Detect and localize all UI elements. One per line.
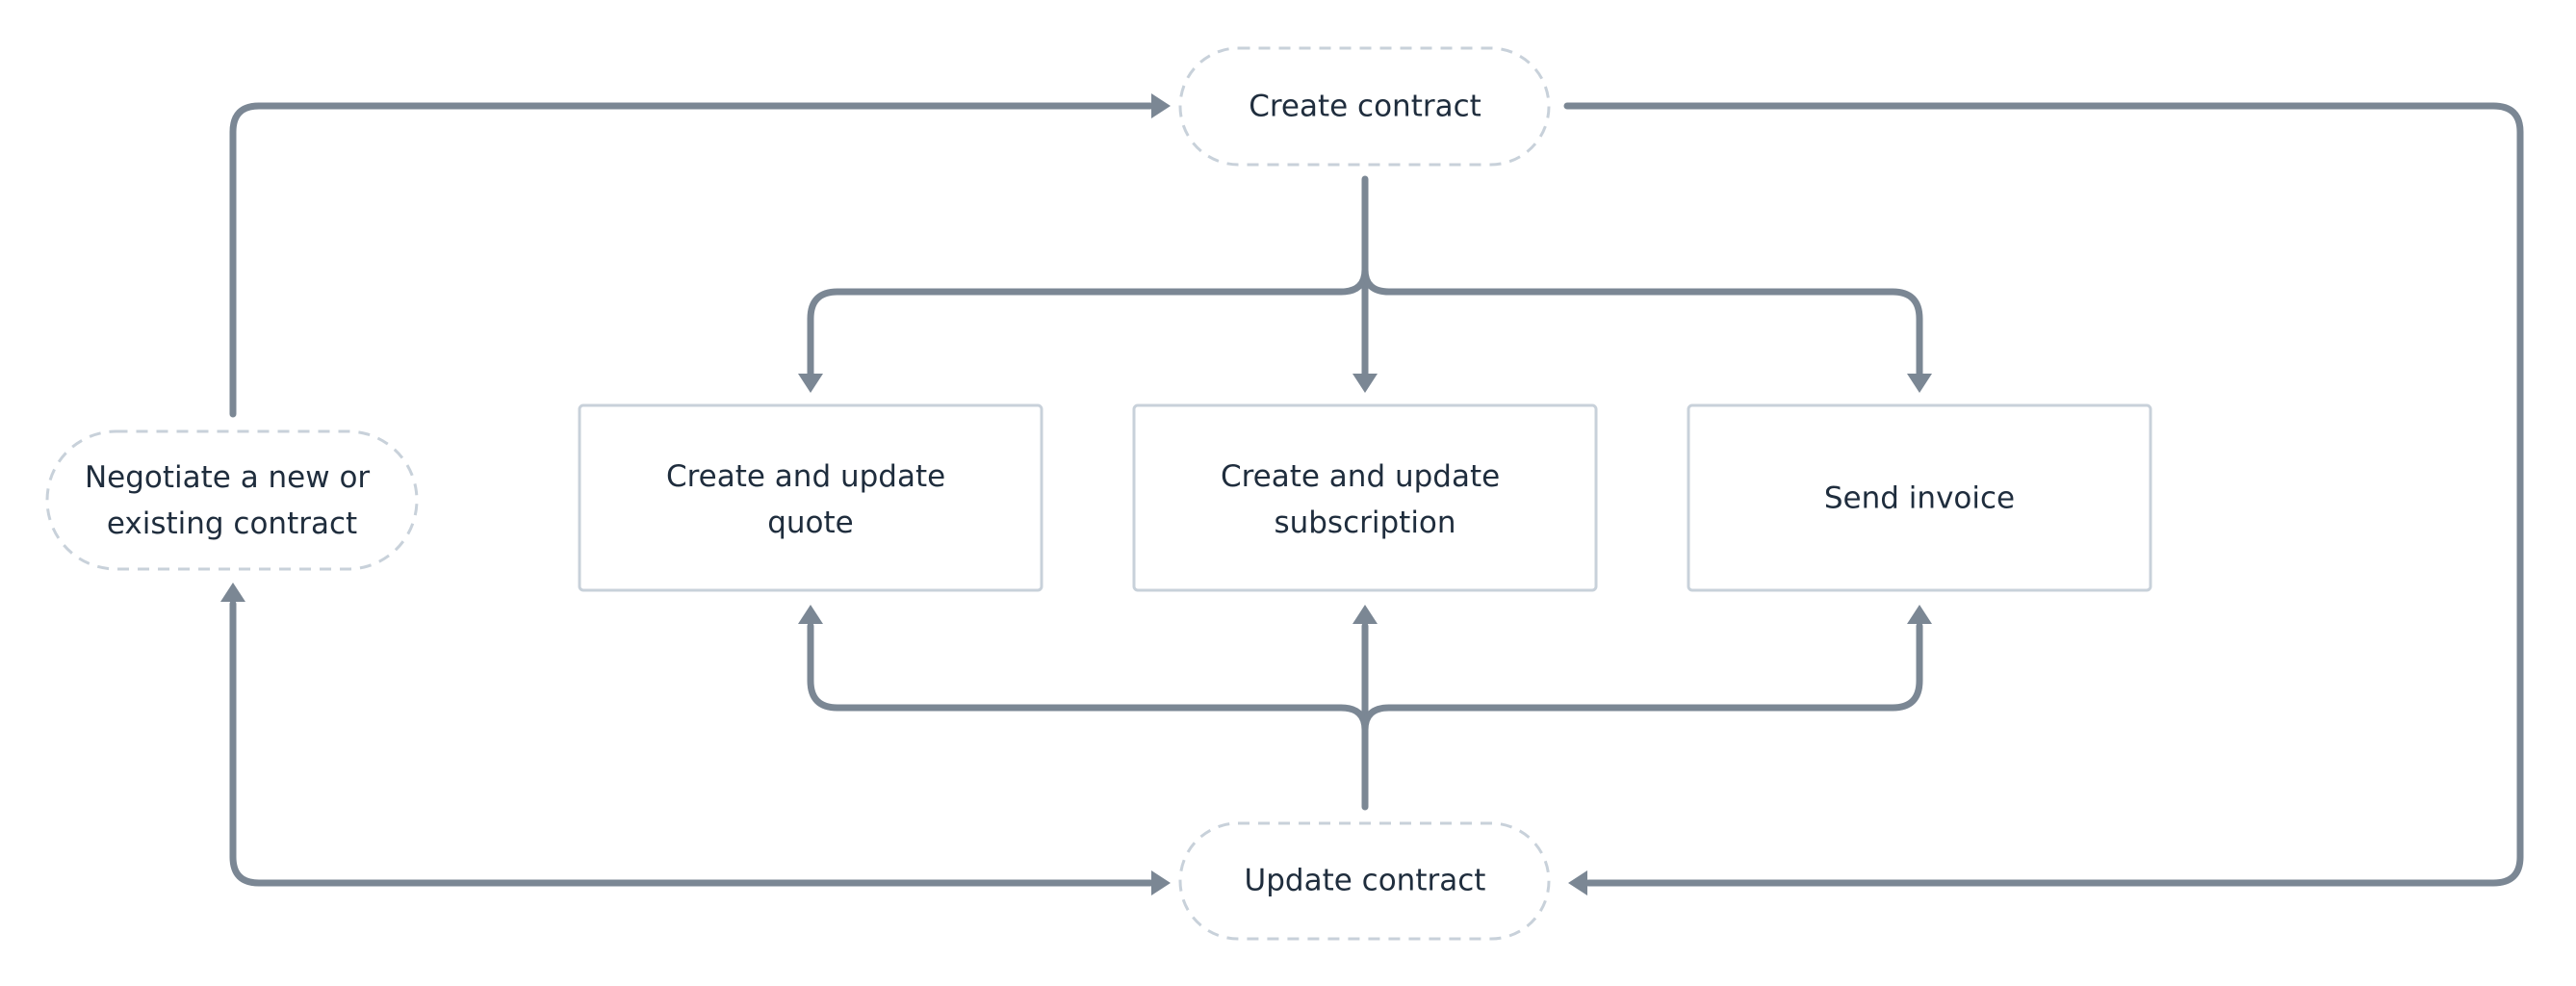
- arrowhead-invoice-top: [1907, 374, 1932, 393]
- node-negotiate-contract: Negotiate a new or existing contract: [45, 429, 419, 571]
- arrowhead-negotiate-bottom: [220, 583, 245, 602]
- node-quote: Create and update quote: [578, 403, 1043, 592]
- node-create-contract: Create contract: [1178, 46, 1551, 167]
- connector-update-to-quote: [807, 622, 1369, 734]
- quote-label: Create and update quote: [666, 459, 955, 540]
- create-contract-label: Create contract: [1249, 90, 1481, 124]
- subscription-label: Create and update subscription: [1221, 459, 1509, 540]
- invoice-label: Send invoice: [1824, 481, 2015, 516]
- node-invoice: Send invoice: [1687, 403, 2152, 592]
- negotiate-contract-label: Negotiate a new or existing contract: [85, 460, 379, 541]
- arrowhead-update-contract-left: [1151, 870, 1171, 895]
- arrowhead-subscription-bottom: [1352, 605, 1378, 624]
- connector-create-to-update: [1563, 102, 2524, 887]
- arrowhead-quote-top: [798, 374, 823, 393]
- connectors: [220, 93, 2524, 895]
- arrowhead-create-contract-left: [1151, 93, 1171, 118]
- arrowhead-quote-bottom: [798, 605, 823, 624]
- connector-create-to-quote: [807, 266, 1369, 377]
- connector-update-to-invoice: [1361, 622, 1923, 734]
- update-contract-label: Update contract: [1245, 864, 1486, 898]
- arrowhead-subscription-top: [1352, 374, 1378, 393]
- node-subscription: Create and update subscription: [1132, 403, 1598, 592]
- node-update-contract: Update contract: [1178, 821, 1551, 941]
- connector-update-to-negotiate: [229, 600, 1154, 887]
- arrowhead-update-contract-right: [1568, 870, 1587, 895]
- connector-create-to-invoice: [1361, 266, 1923, 377]
- arrowhead-invoice-bottom: [1907, 605, 1932, 624]
- connector-negotiate-to-create: [229, 102, 1154, 418]
